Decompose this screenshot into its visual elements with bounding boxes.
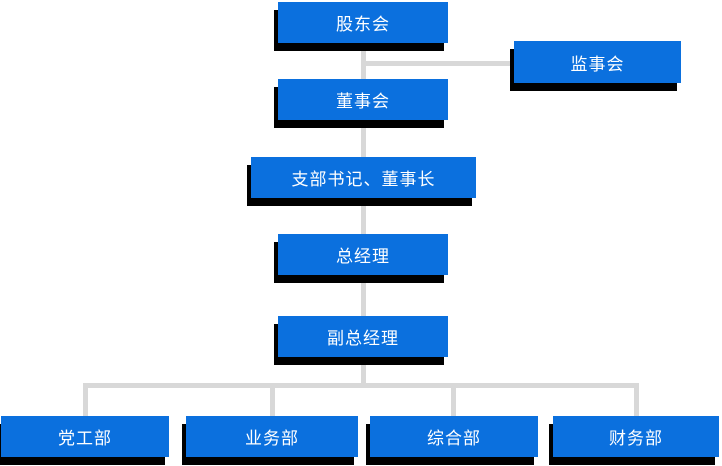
connector-drop-general-affairs-dept — [451, 383, 456, 416]
org-node-deputy-general-manager: 副总经理 — [278, 316, 448, 357]
org-node-general-affairs-dept: 综合部 — [370, 416, 538, 457]
connector-supervisory-branch — [363, 61, 514, 66]
org-node-party-work-dept: 党工部 — [1, 416, 169, 457]
org-node-business-dept: 业务部 — [186, 416, 358, 457]
org-node-supervisory-board: 监事会 — [514, 41, 681, 83]
connector-drop-finance-dept — [634, 383, 639, 416]
org-node-finance-dept: 财务部 — [553, 416, 719, 457]
connector-departments-horizontal — [83, 383, 639, 388]
connector-drop-business-dept — [270, 383, 275, 416]
org-node-shareholders-meeting: 股东会 — [278, 2, 448, 43]
org-node-general-manager: 总经理 — [278, 234, 448, 275]
org-node-board-of-directors: 董事会 — [278, 79, 448, 120]
connector-main-vertical — [361, 43, 366, 385]
org-node-branch-secretary-chairman: 支部书记、董事长 — [251, 157, 476, 198]
connector-drop-party-work-dept — [83, 383, 88, 416]
